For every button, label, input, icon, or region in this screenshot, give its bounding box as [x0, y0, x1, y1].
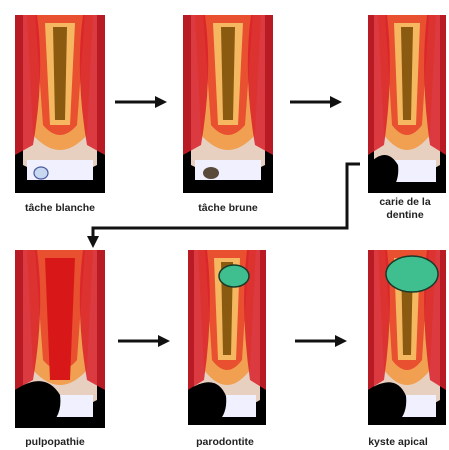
- tooth-panel-carie-dentine: [368, 15, 446, 193]
- stage-label: carie de la dentine: [362, 196, 448, 222]
- tooth-illustration: [368, 250, 446, 425]
- tooth-panel-parodontite: [188, 250, 266, 425]
- arrow-right-icon: [118, 335, 170, 347]
- tooth-illustration: [368, 15, 446, 193]
- arrow-connector-icon: [85, 160, 365, 250]
- arrow-right-icon: [115, 96, 167, 108]
- arrow-right-icon: [295, 335, 347, 347]
- tooth-panel-kyste-apical: [368, 250, 446, 425]
- tooth-illustration: [188, 250, 266, 425]
- stage-label: pulpopathie: [0, 436, 110, 449]
- tooth-illustration: [15, 250, 105, 428]
- stage-label: kyste apical: [348, 436, 448, 449]
- tooth-panel-pulpopathie: [15, 250, 105, 428]
- stage-label: parodontite: [170, 436, 280, 449]
- arrow-right-icon: [290, 96, 342, 108]
